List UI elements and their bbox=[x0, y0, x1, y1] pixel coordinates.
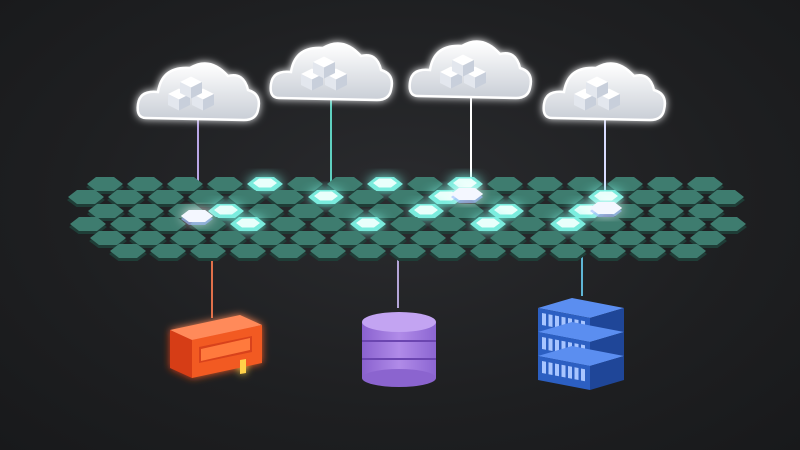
cloud-1 bbox=[136, 62, 261, 122]
hex-tile bbox=[547, 190, 585, 207]
hex-tile bbox=[529, 231, 567, 248]
hex-tile bbox=[487, 204, 525, 221]
hex-tile bbox=[149, 217, 187, 234]
hex-tile bbox=[229, 217, 267, 234]
cubes-icon bbox=[168, 76, 214, 111]
hex-tile bbox=[667, 190, 705, 207]
hex-tile bbox=[249, 231, 287, 248]
cubes-icon bbox=[574, 76, 620, 111]
hex-tile bbox=[649, 231, 687, 248]
hex-tile bbox=[109, 244, 147, 261]
hex-tile bbox=[429, 217, 467, 234]
hex-tile bbox=[509, 244, 547, 261]
hex-tile bbox=[507, 190, 545, 207]
hex-tile bbox=[629, 217, 667, 234]
hex-tile bbox=[609, 231, 647, 248]
hex-tile bbox=[589, 244, 627, 261]
hex-tile bbox=[689, 231, 727, 248]
hex-tile bbox=[187, 190, 225, 207]
database-icon bbox=[362, 312, 436, 387]
hex-tile bbox=[209, 231, 247, 248]
hex-tile bbox=[627, 190, 665, 207]
link-pad bbox=[181, 210, 213, 225]
hex-tile bbox=[207, 204, 245, 221]
hex-tile bbox=[589, 217, 627, 234]
hex-tile bbox=[429, 244, 467, 261]
cloud-2 bbox=[269, 42, 394, 102]
hex-tile bbox=[169, 231, 207, 248]
hex-tile bbox=[89, 231, 127, 248]
hex-tile bbox=[149, 244, 187, 261]
hex-tile bbox=[409, 231, 447, 248]
hex-tile bbox=[147, 190, 185, 207]
hex-tile bbox=[109, 217, 147, 234]
hex-tile bbox=[269, 217, 307, 234]
hex-tile bbox=[349, 244, 387, 261]
hex-tile bbox=[489, 231, 527, 248]
hex-tile bbox=[307, 190, 345, 207]
hex-tile bbox=[189, 244, 227, 261]
hex-tile bbox=[229, 244, 267, 261]
cloud-nodes bbox=[136, 40, 667, 122]
hex-tile bbox=[129, 231, 167, 248]
link-pad bbox=[590, 202, 622, 217]
cubes-icon bbox=[301, 56, 347, 91]
hex-tile bbox=[309, 217, 347, 234]
hex-tile bbox=[469, 244, 507, 261]
hex-tile bbox=[549, 244, 587, 261]
hex-tile bbox=[509, 217, 547, 234]
hex-tile bbox=[369, 231, 407, 248]
hex-tile bbox=[107, 190, 145, 207]
server-unit bbox=[538, 346, 624, 390]
container-icon bbox=[170, 315, 262, 378]
cubes-icon bbox=[440, 54, 486, 89]
hex-tile bbox=[227, 190, 265, 207]
hex-tile bbox=[469, 217, 507, 234]
cloud-4 bbox=[542, 62, 667, 122]
hex-tile bbox=[329, 231, 367, 248]
hex-tile bbox=[449, 231, 487, 248]
hex-tile bbox=[389, 244, 427, 261]
hex-tile bbox=[707, 190, 745, 207]
hex-tile bbox=[309, 244, 347, 261]
hex-tile bbox=[349, 217, 387, 234]
hex-tile bbox=[709, 217, 747, 234]
hex-tile bbox=[269, 244, 307, 261]
hex-tile bbox=[669, 244, 707, 261]
hex-tile bbox=[389, 217, 427, 234]
hex-tile bbox=[289, 231, 327, 248]
link-pad bbox=[451, 188, 483, 203]
hex-tile bbox=[67, 190, 105, 207]
hex-tile bbox=[387, 190, 425, 207]
hex-tile bbox=[69, 217, 107, 234]
hex-grid-platform bbox=[67, 177, 747, 261]
hex-tile bbox=[446, 177, 484, 194]
cloud-3 bbox=[408, 40, 533, 100]
hex-tile bbox=[569, 231, 607, 248]
server-rack-icon bbox=[538, 298, 624, 390]
hex-tile bbox=[549, 217, 587, 234]
hex-tile bbox=[267, 190, 305, 207]
hex-tile bbox=[629, 244, 667, 261]
hex-tile bbox=[347, 190, 385, 207]
hex-tile bbox=[669, 217, 707, 234]
